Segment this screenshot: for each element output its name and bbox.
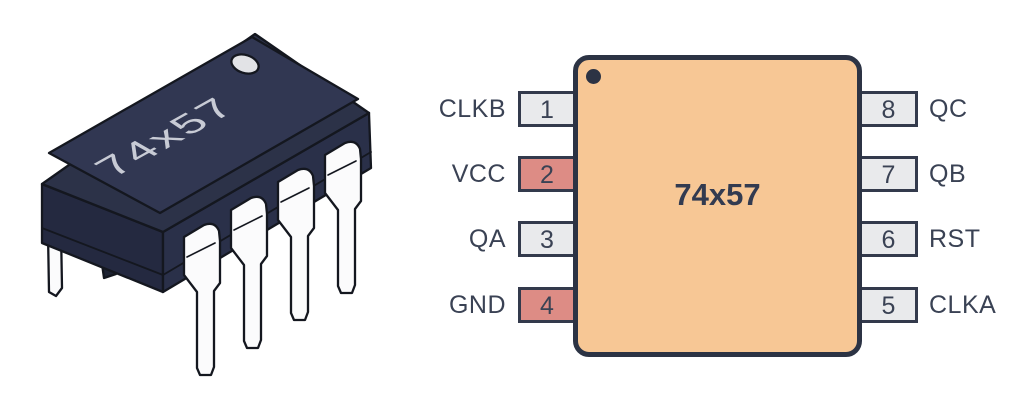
chip-3d-illustration: 74x57 bbox=[40, 32, 373, 377]
pin-6-box: 6 bbox=[859, 221, 918, 257]
pin-1-signal-label: CLKB bbox=[438, 95, 506, 123]
pin-3-number: 3 bbox=[540, 225, 554, 254]
chip-3d-dimple bbox=[230, 53, 260, 75]
chip-3d-group: 74x57 bbox=[40, 32, 373, 377]
pin-3-signal-label: QA bbox=[468, 225, 506, 253]
pin-7-box: 7 bbox=[859, 156, 918, 192]
pin-3-box: 3 bbox=[518, 221, 576, 257]
pin-2-box: 2 bbox=[518, 156, 576, 192]
chip-part-number: 74x57 bbox=[674, 177, 761, 212]
pin-8-number: 8 bbox=[881, 95, 896, 124]
pin-4-box: 4 bbox=[518, 287, 576, 323]
pin-4-number: 4 bbox=[540, 291, 554, 320]
pin-2-signal-label: VCC bbox=[451, 160, 506, 188]
pin-8-signal-label: QC bbox=[929, 95, 968, 123]
pin-4-signal-label: GND bbox=[448, 291, 506, 319]
chip-3d-pin-2 bbox=[229, 195, 269, 350]
pin-6-number: 6 bbox=[881, 225, 896, 254]
pin-1-box: 1 bbox=[518, 91, 576, 127]
chip-body bbox=[573, 55, 862, 357]
pin-7-number: 7 bbox=[881, 160, 896, 189]
chip-3d-front-pins bbox=[182, 140, 363, 377]
pin-5-box: 5 bbox=[859, 287, 918, 323]
pin-5-number: 5 bbox=[881, 291, 896, 320]
pin-2-number: 2 bbox=[540, 160, 554, 189]
chip-3d-pin-1 bbox=[182, 222, 222, 377]
pin-5-signal-label: CLKA bbox=[929, 291, 997, 319]
chip-3d-pin-3 bbox=[276, 167, 316, 322]
pin-6-signal-label: RST bbox=[929, 225, 981, 253]
chip-3d-top-face bbox=[47, 35, 360, 215]
pin-1-number: 1 bbox=[540, 95, 554, 124]
pin-7-signal-label: QB bbox=[929, 160, 967, 188]
chip-3d-pin-4 bbox=[323, 140, 363, 295]
pin-1-indicator-dot bbox=[586, 69, 601, 84]
pin-8-box: 8 bbox=[859, 91, 918, 127]
